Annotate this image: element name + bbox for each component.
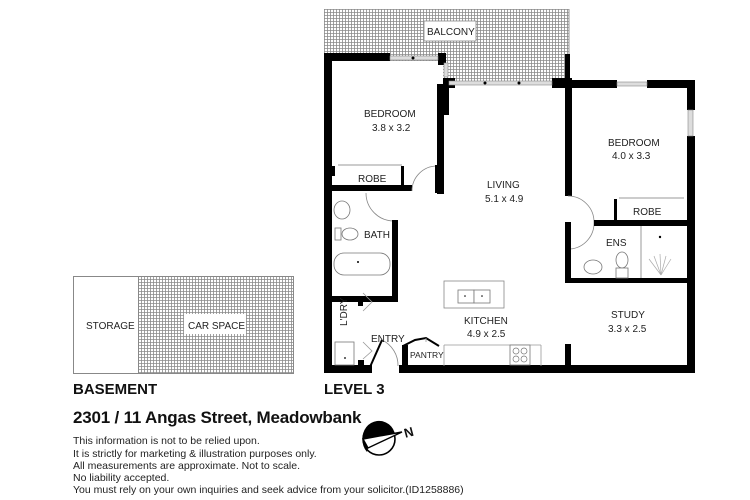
room-size-bedroom-1: 3.8 x 3.2: [372, 123, 411, 134]
level3-plan: BALCONY: [324, 9, 695, 373]
room-label-kitchen: KITCHEN: [464, 316, 508, 327]
toilet-icon: [341, 227, 359, 241]
robe-bedroom2: ROBE: [594, 197, 688, 226]
room-label-study: STUDY: [611, 310, 645, 321]
room-label-storage: STORAGE: [86, 321, 135, 332]
north-label: N: [402, 424, 415, 441]
ensuite: ENS: [565, 226, 688, 283]
pantry: PANTRY: [402, 336, 445, 367]
disclaimer-line: This information is not to be relied upo…: [73, 435, 260, 447]
room-size-study: 3.3 x 2.5: [608, 324, 647, 335]
room-label-bedroom-1: BEDROOM: [364, 109, 416, 120]
room-label-bedroom-2: BEDROOM: [608, 138, 660, 149]
cooktop-icon: [509, 344, 531, 366]
level-title-level3: LEVEL 3: [324, 381, 385, 398]
disclaimer-line: No liability accepted.: [73, 472, 170, 484]
sink-icon: [457, 289, 475, 304]
room-size-living: 5.1 x 4.9: [485, 194, 524, 205]
north-arrow-icon: N: [361, 420, 415, 456]
entry-door: ENTRY: [358, 334, 405, 368]
room-label-robe-2: ROBE: [633, 207, 662, 218]
ensuite-basin-icon: [583, 259, 603, 275]
shower-icon: [648, 235, 672, 276]
laundry: L'DRY: [334, 292, 373, 366]
room-label-entry: ENTRY: [371, 334, 405, 345]
ensuite-toilet-icon: [615, 251, 629, 269]
property-address: 2301 / 11 Angas Street, Meadowbank: [73, 408, 362, 427]
study: STUDY 3.3 x 2.5: [565, 310, 647, 366]
room-label-ens: ENS: [606, 238, 627, 249]
laundry-tub-icon: [334, 341, 355, 366]
bathroom: BATH: [332, 192, 398, 302]
basement-plan: STORAGE CAR SPACE: [73, 276, 294, 374]
room-size-bedroom-2: 4.0 x 3.3: [612, 151, 651, 162]
kitchen: KITCHEN 4.9 x 2.5: [443, 280, 542, 366]
room-label-laundry: L'DRY: [339, 297, 350, 326]
disclaimer-line: All measurements are approximate. Not to…: [73, 460, 301, 472]
room-label-car-space: CAR SPACE: [188, 321, 245, 332]
disclaimer-line: You must rely on your own inquiries and …: [73, 484, 464, 496]
room-label-robe: ROBE: [358, 174, 387, 185]
storage-area: [73, 276, 139, 374]
room-size-kitchen: 4.9 x 2.5: [467, 329, 506, 340]
robe-bedroom1: ROBE: [332, 164, 412, 191]
room-label-living: LIVING: [487, 180, 520, 191]
disclaimer-line: It is strictly for marketing & illustrat…: [73, 448, 317, 460]
level-title-basement: BASEMENT: [73, 381, 158, 398]
room-label-balcony: BALCONY: [427, 27, 475, 38]
basin-icon: [333, 200, 351, 220]
room-label-pantry: PANTRY: [410, 350, 444, 360]
balcony-sliding-doors: [389, 55, 694, 137]
room-label-bath: BATH: [364, 230, 390, 241]
bathtub-icon: [333, 252, 391, 276]
